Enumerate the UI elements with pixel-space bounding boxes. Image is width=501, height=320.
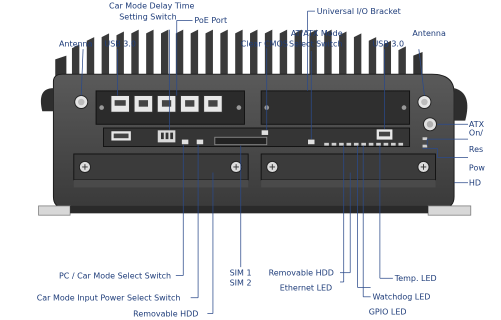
label-ethernet-led: Ethernet LED [280,283,332,292]
label-delay-line1: Car Mode Delay Time [109,1,194,10]
pc-car-mode-switch [180,138,190,146]
hdd-bay-right [260,153,437,188]
label-car-mode-input-power: Car Mode Input Power Select Switch [37,294,181,303]
antenna-right-icon [417,95,432,109]
label-atx-on-line2: On/ [469,128,483,137]
reset-button-icon [422,137,428,141]
label-atx-line1: AT/ATX Mode [291,29,343,38]
label-removable-hdd-left: Removable HDD [133,309,198,318]
label-watchdog-led: Watchdog LED [372,293,430,302]
label-reset: Res [469,145,483,154]
middle-strip [103,127,411,148]
at-atx-switch [307,138,316,146]
label-temp-led: Temp. LED [394,274,437,283]
led-row [324,142,404,146]
power-button-icon [423,117,437,132]
universal-io-bracket [260,90,411,125]
usb-ports-left [110,95,130,113]
label-hdd-right: HD [469,179,481,188]
clear-cmos-switch [260,129,270,136]
power-led-icon [422,144,428,148]
label-clear-cmos: Clear CMOS [241,39,288,48]
sim-slots [214,136,268,146]
hdd-bay-left [73,153,249,188]
label-atx-on-line1: ATX [469,120,485,129]
antenna-left-icon [74,95,89,109]
label-usb-right: USB 3.0 [372,39,404,48]
poe-ports [133,95,223,113]
label-pc-car-mode: PC / Car Mode Select Switch [59,271,171,280]
label-antenna-right: Antenna [412,29,446,38]
label-poe-port: PoE Port [194,16,227,25]
label-universal-io: Universal I/O Bracket [317,7,401,16]
label-removable-hdd-right: Removable HDD [269,268,334,277]
label-antenna-left: Antenna [59,39,93,48]
label-sim1: SIM 1 [230,268,252,277]
label-power: Pow [469,164,485,173]
label-usb-left: USB 3.0 [104,39,136,48]
label-atx-line2: Select Switch [289,39,342,48]
input-power-switch [195,138,205,146]
callout-lines [80,10,469,314]
label-sim2: SIM 2 [230,279,252,288]
label-gpio-led: GPIO LED [369,307,407,316]
label-delay-line2: Setting Switch [119,12,176,21]
